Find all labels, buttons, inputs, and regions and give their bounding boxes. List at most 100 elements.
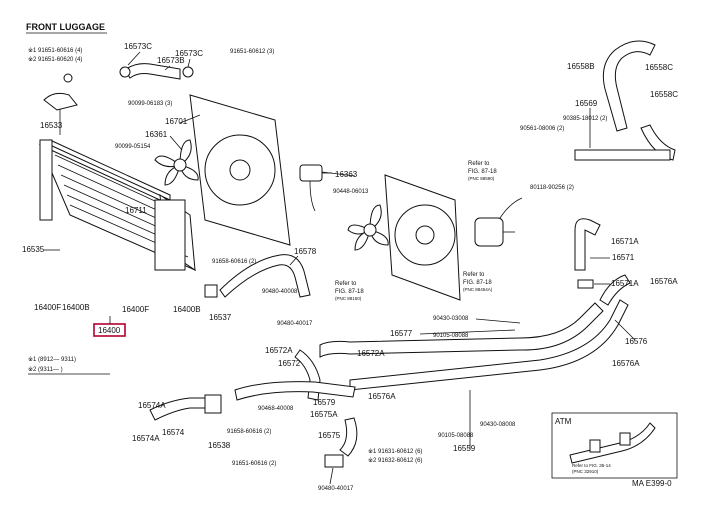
atm-ref: Refer to FIG. 35-14 [572, 463, 611, 468]
label-16574A: 16574A [138, 401, 166, 410]
diagram-title: FRONT LUGGAGE [26, 22, 105, 32]
label-16569: 16569 [575, 99, 598, 108]
label-90099-06183: 90099-06183 (3) [128, 101, 172, 107]
label-16576A-c: 16576A [368, 392, 396, 401]
label-16701: 16701 [165, 117, 188, 126]
fan-blade-right [347, 204, 389, 251]
label-16576A-b: 16576A [612, 359, 640, 368]
part-labels: 16573C 16573C 16573B 91651-60612 (3) 900… [22, 42, 678, 492]
ref2-line2: FIG. 87-18 [335, 289, 364, 295]
label-16400F-b: 16400F [122, 305, 149, 314]
label-90430-08008-b: 90430-08008 [480, 422, 516, 428]
pipe-16579 [349, 299, 629, 391]
label-90448-06013: 90448-06013 [333, 189, 369, 195]
label-16558C: 16558C [645, 63, 673, 72]
label-16533: 16533 [40, 121, 63, 130]
label-16361: 16361 [145, 130, 168, 139]
label-16575A: 16575A [310, 410, 338, 419]
label-91631: ※1 91631-60612 (6) [368, 448, 422, 455]
ref1-sub: (PNC 88590) [468, 176, 495, 181]
label-91658-60616-c: 91658-60616 (2) [227, 429, 271, 435]
label-90105-08088: 90105-08088 [433, 333, 469, 339]
radiator-assembly [39, 139, 197, 272]
hose-16573B [124, 63, 181, 80]
ref1-line1: Refer to [468, 161, 490, 167]
label-16711: 16711 [125, 206, 147, 215]
hose-16571 [574, 218, 601, 271]
atm-title: ATM [555, 417, 572, 426]
label-16579: 16579 [313, 398, 336, 407]
label-16571A: 16571A [611, 237, 639, 246]
ref1-line2: FIG. 87-18 [468, 169, 497, 175]
label-16572A: 16572A [265, 346, 293, 355]
label-16558B: 16558B [567, 62, 595, 71]
label-16400B-b: 16400B [173, 305, 201, 314]
pipe-16577 [319, 302, 604, 358]
bolt-marker-1 [63, 73, 73, 83]
fan-shroud-left [189, 94, 291, 246]
clamp-16573C-b [182, 66, 194, 78]
label-16573C-b: 16573C [175, 49, 203, 58]
label-16578: 16578 [294, 247, 317, 256]
label-91651-60612: 91651-60612 (3) [230, 49, 274, 55]
pipe-16538 [234, 381, 356, 401]
label-16573B: 16573B [157, 56, 185, 65]
label-16573C: 16573C [124, 42, 152, 51]
atm-inset [551, 412, 678, 479]
label-16400F: 16400F [34, 303, 61, 312]
hose-16578 [219, 254, 311, 298]
hose-16575 [339, 417, 358, 457]
ref2-line1: Refer to [335, 281, 357, 287]
label-16559: 16559 [453, 444, 476, 453]
ref3-line1: Refer to [463, 272, 485, 278]
label-91651-60616: 91651-60616 (2) [232, 461, 276, 467]
label-16577: 16577 [390, 329, 413, 338]
label-16537: 16537 [209, 313, 232, 322]
label-16571A-b: 16571A [611, 279, 639, 288]
label-16576A: 16576A [650, 277, 678, 286]
label-90385-18012: 90385-18012 (2) [563, 116, 607, 122]
label-16400: 16400 [98, 326, 121, 335]
label-16571: 16571 [612, 253, 635, 262]
label-90480-40008: 90480-40008 [262, 289, 298, 295]
label-16574: 16574 [162, 428, 185, 437]
bolt-note-2: ※2 91651-60620 (4) [28, 56, 82, 63]
bolt-note-1: ※1 91651-60616 (4) [28, 47, 82, 54]
label-90480-40017: 90480-40017 [277, 321, 313, 327]
hose-16576A [599, 274, 631, 306]
highlight-box-16400 [93, 323, 126, 337]
label-80118-90256: 80118-90256 (2) [530, 185, 574, 191]
label-91658-60616: 91658-60616 (2) [212, 259, 256, 265]
clamp-16574A [204, 394, 222, 414]
label-90468-40008: 90468-40008 [258, 406, 294, 412]
label-91632: ※2 91632-60612 (6) [368, 457, 422, 464]
label-16538: 16538 [208, 441, 231, 450]
label-16572: 16572 [278, 359, 301, 368]
clip-16537 [204, 284, 218, 298]
label-16576: 16576 [625, 337, 648, 346]
hose-16558B [602, 40, 656, 132]
label-16535: 16535 [22, 245, 45, 254]
label-16558C-b: 16558C [650, 90, 678, 99]
ref2-sub: (PNC 88150) [335, 296, 362, 301]
atm-ref-sub: (PNC 32910) [572, 469, 599, 474]
label-16575: 16575 [318, 431, 341, 440]
fan-motor-right [474, 197, 523, 247]
label-16574A-b: 16574A [132, 434, 160, 443]
diagram-code: MA E399-0 [632, 479, 672, 488]
ref3-sub: (PNC 88454A) [463, 287, 493, 292]
pipe-16569 [574, 149, 671, 161]
fan-motor-left [299, 164, 332, 212]
label-16572A-b: 16572A [357, 349, 385, 358]
leader-lines [44, 51, 636, 485]
clamp-16573C [119, 66, 131, 78]
grommet-90480 [324, 454, 344, 468]
serial-note-2: ※2 (9311— ) [28, 366, 63, 373]
label-90430-03008: 90430-03008 [433, 316, 469, 322]
label-90561-08006: 90561-08006 (2) [520, 126, 564, 132]
label-16363: 16363 [335, 170, 358, 179]
label-90099-05154: 90099-05154 [115, 144, 151, 150]
label-16400B: 16400B [62, 303, 90, 312]
ref3-line2: FIG. 87-18 [463, 280, 492, 286]
